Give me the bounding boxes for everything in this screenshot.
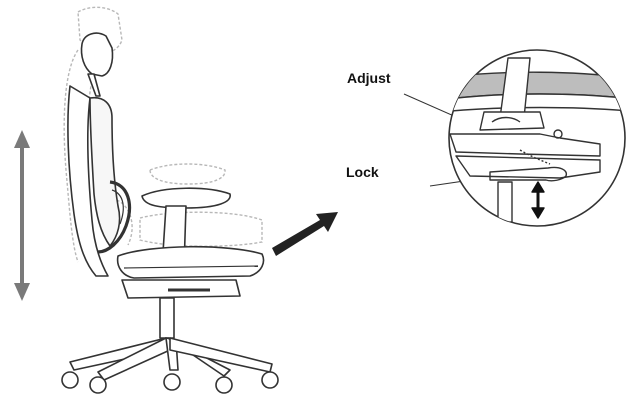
chair-headrest xyxy=(80,32,114,77)
chair-backrest xyxy=(67,85,109,277)
magnified-detail-view xyxy=(448,49,626,227)
chair-casters xyxy=(61,371,279,394)
height-adjust-arrow-icon xyxy=(14,130,30,301)
direction-arrow-icon xyxy=(272,212,338,256)
chair-armrest-pad xyxy=(141,187,231,209)
lever-updown-arrow-icon xyxy=(531,181,545,219)
chair-illustration xyxy=(61,32,279,394)
lock-label: Lock xyxy=(346,164,379,180)
chair-seat xyxy=(116,245,265,279)
chair-gas-cylinder xyxy=(159,297,175,339)
adjust-label: Adjust xyxy=(347,70,391,86)
